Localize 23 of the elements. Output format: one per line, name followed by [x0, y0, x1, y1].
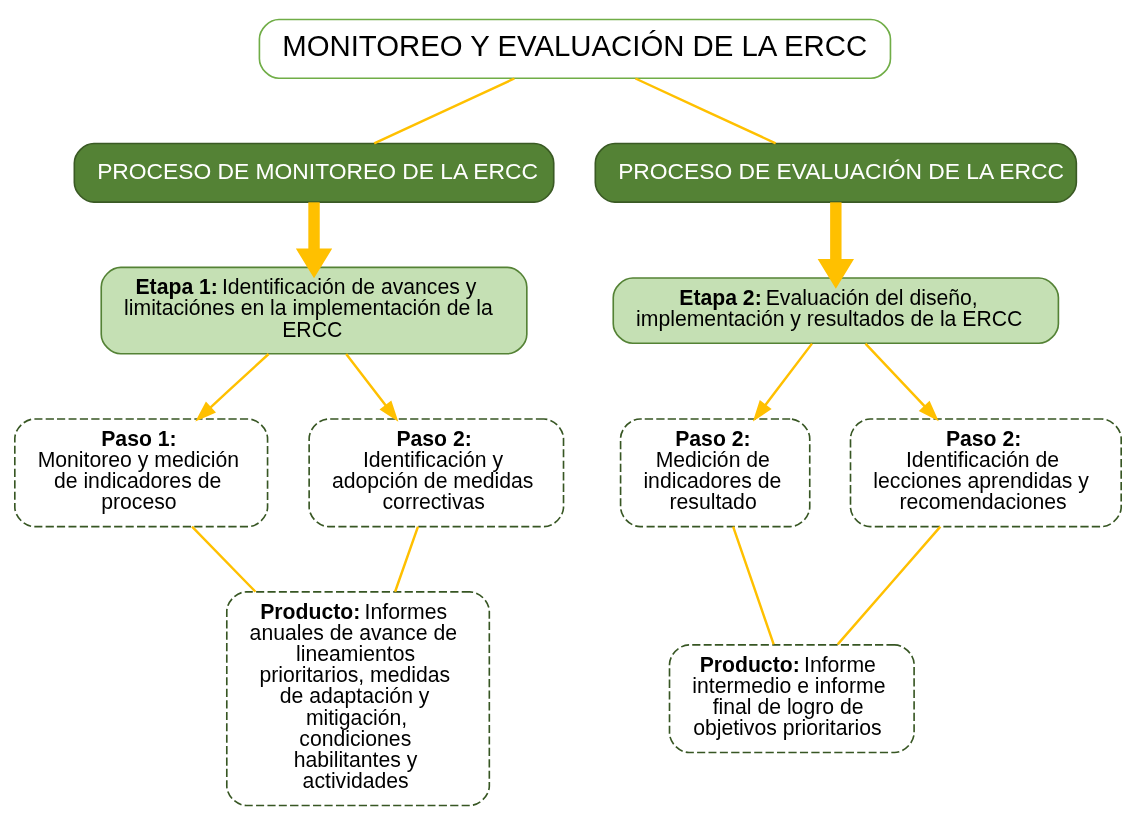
node-box: Paso 2: Identificación y adopción de medidas correctivas	[308, 417, 565, 527]
node-box: Producto: Informe intermedio e informe final de logro de objetivos prioritarios	[668, 643, 915, 753]
node-box: Paso 1: Monitoreo y medición de indicadores de proceso	[14, 417, 269, 527]
node-box: Paso 2: Medición de indicadores de resultado	[619, 417, 811, 527]
arrow	[195, 352, 270, 421]
arrow	[295, 201, 333, 278]
node-box: Producto: Informes anuales de avance de lineamientos prioritarios, medidas de adaptación y mitigación, condiciones habilitantes y actividades	[225, 590, 491, 806]
connector	[836, 525, 942, 645]
node-box: PROCESO DE EVALUACIÓN DE LA ERCC	[594, 142, 1078, 203]
connector	[731, 525, 775, 645]
node-box: Paso 2: Identificación de lecciones aprendidas y recomendaciones	[849, 417, 1122, 527]
connector	[373, 76, 515, 144]
node-box: Etapa 2: Evaluación del diseño, implementación y resultados de la ERCC	[612, 276, 1060, 344]
node-box: Etapa 1: Identificación de avances y limitaciónes en la implementación de la ERCC	[100, 266, 528, 355]
arrow	[345, 352, 399, 422]
connector	[393, 525, 420, 592]
connector	[634, 76, 777, 144]
arrow	[817, 201, 854, 289]
arrow	[752, 342, 813, 422]
node-box: PROCESO DE MONITOREO DE LA ERCC	[73, 142, 555, 203]
connector	[191, 525, 257, 593]
node-box: MONITOREO Y EVALUACIÓN DE LA ERCC	[258, 18, 892, 79]
arrow	[864, 342, 939, 421]
